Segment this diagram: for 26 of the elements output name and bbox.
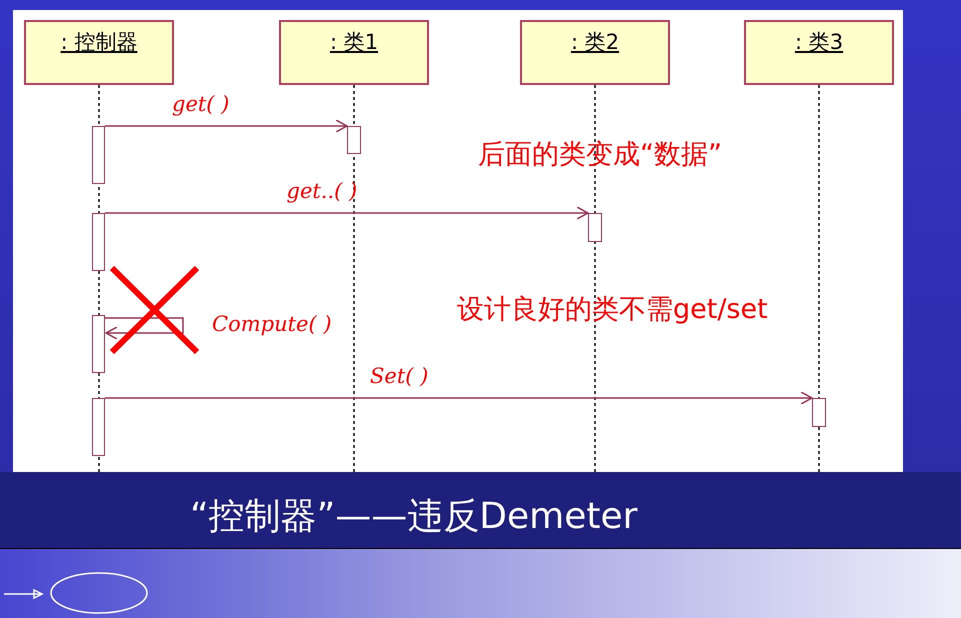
- object-box: [24, 20, 174, 85]
- activation-bar: [588, 213, 602, 242]
- message-label: Set( ): [370, 364, 428, 388]
- object-name: : 类2: [570, 29, 620, 56]
- message-label: get..( ): [286, 179, 358, 203]
- message-label: get( ): [172, 92, 230, 116]
- activation-bar: [347, 126, 361, 154]
- annotation-note: 设计良好的类不需get/set: [457, 293, 768, 327]
- activation-bar: [92, 315, 105, 373]
- activation-bar: [92, 126, 105, 184]
- object-box: [279, 20, 429, 85]
- slide-title: “控制器”——违反Demeter: [190, 495, 638, 539]
- activation-bar: [92, 398, 105, 456]
- message-arrow: [105, 317, 184, 340]
- activation-bar: [812, 398, 826, 427]
- annotation-note: 后面的类变成“数据”: [478, 138, 722, 172]
- message-arrow: [105, 119, 348, 133]
- object-box: [520, 20, 670, 85]
- object-name: : 类1: [330, 29, 378, 56]
- object-name: : 类3: [794, 29, 844, 56]
- object-box: [744, 20, 894, 85]
- message-arrow: [105, 206, 589, 220]
- activation-bar: [92, 213, 105, 271]
- message-label: Compute( ): [212, 312, 332, 336]
- object-name: : 控制器: [60, 29, 138, 56]
- message-arrow: [105, 391, 813, 405]
